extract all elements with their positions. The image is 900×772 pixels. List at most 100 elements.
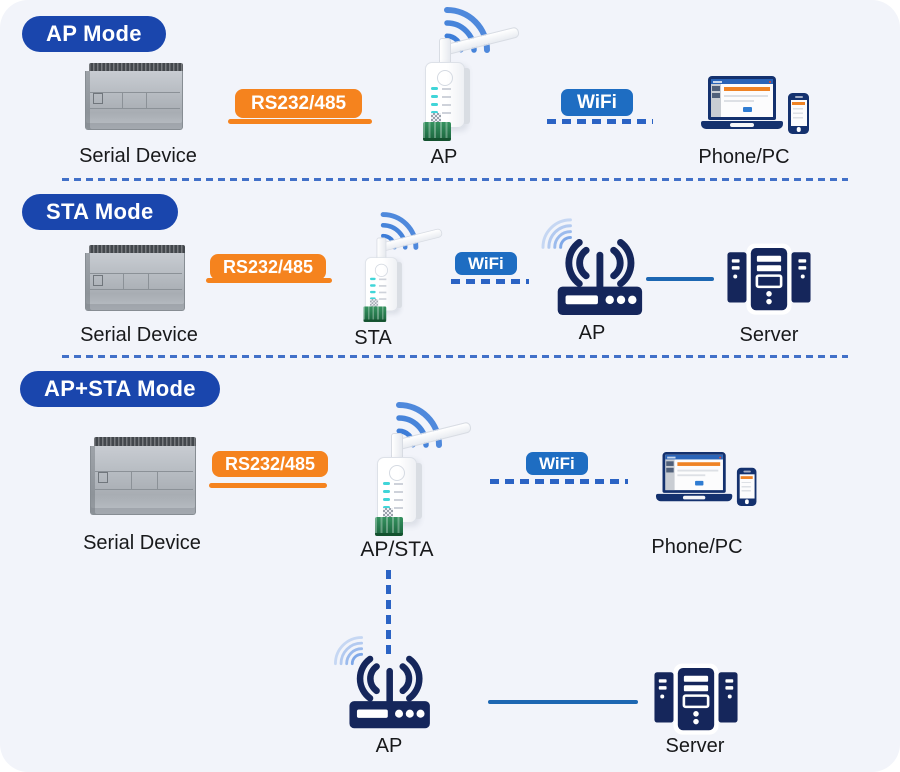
phone-pc-label: Phone/PC [698, 146, 790, 168]
reload-button-icon [374, 263, 388, 277]
led-label [442, 95, 451, 98]
led-label [378, 284, 387, 287]
led-icon [369, 284, 376, 287]
led-label [378, 278, 387, 280]
led-icon [383, 506, 390, 509]
laptop-icon [701, 76, 783, 129]
qr-code-icon [383, 508, 393, 518]
browser-line [724, 95, 768, 97]
terminal-block-icon [375, 517, 403, 536]
reload-button-icon [389, 465, 405, 481]
wifi-badge: WiFi [455, 252, 517, 275]
led-icon [431, 95, 438, 98]
rs232-485-badge: RS232/485 [235, 89, 363, 118]
sta-device-label: STA [354, 327, 392, 349]
rs232-link-line [228, 119, 372, 124]
phone-speaker [742, 470, 751, 472]
browser-sidebar [665, 459, 675, 491]
plc-body [90, 446, 196, 515]
serial-device-icon [90, 437, 196, 515]
adapter-body [377, 457, 422, 523]
router-ap-icon [541, 218, 643, 316]
browser-header [711, 79, 773, 84]
plc-line [90, 288, 182, 290]
phone-pc-icon [656, 452, 758, 510]
led-label [442, 111, 451, 114]
serial-device-icon [85, 63, 183, 130]
ap-sta-device-label: AP/STA [360, 538, 434, 561]
browser-sidebar [711, 84, 721, 117]
led-icon [383, 490, 390, 493]
plc-line [123, 273, 125, 289]
wifi-adapter-icon [355, 397, 485, 547]
plc-body [85, 252, 185, 311]
phone-screen [790, 99, 807, 126]
phone-pc-label: Phone/PC [651, 536, 743, 558]
browser-line [677, 469, 719, 472]
wired-link-line [488, 700, 638, 704]
phone-home-button [744, 499, 749, 504]
server-icon [727, 243, 811, 315]
router-ap-icon [334, 636, 430, 729]
vertical-dashed-link [386, 570, 391, 658]
adapter-body [425, 62, 470, 128]
laptop-icon [656, 452, 733, 502]
phone-home-button [796, 127, 801, 132]
wifi-adapter-icon [347, 208, 454, 331]
section-separator [62, 355, 848, 358]
plc-vent [94, 437, 196, 448]
browser-header [665, 454, 723, 460]
ap-mode-badge: AP Mode [22, 16, 166, 52]
router-ap-label: AP [578, 322, 606, 344]
wired-link-line [646, 277, 714, 281]
phone-icon [788, 93, 809, 134]
rs232-link-line [206, 278, 332, 283]
led-icon [431, 103, 438, 106]
wifi-dashed-line [490, 479, 628, 484]
plc-line [90, 91, 180, 93]
browser-line [677, 474, 706, 477]
serial-device-label: Serial Device [79, 145, 197, 167]
serial-device-label: Serial Device [80, 324, 198, 346]
phone-screen [739, 473, 755, 499]
plc-chip [93, 93, 103, 105]
laptop-screen [662, 452, 726, 493]
phone-speaker [794, 95, 803, 98]
plc-line [146, 91, 148, 108]
phone-icon [736, 467, 757, 506]
plc-line [130, 470, 132, 489]
plc-body [85, 71, 183, 130]
terminal-block-icon [363, 306, 387, 322]
wifi-adapter-icon [403, 2, 533, 152]
led-icon [431, 111, 438, 114]
led-label [378, 297, 387, 300]
wifi-dashed-line [451, 279, 529, 284]
plc-vent [88, 63, 183, 72]
server-label: Server [665, 735, 725, 757]
plc-line [122, 91, 124, 108]
led-icon [383, 482, 390, 485]
laptop-slot [730, 123, 754, 127]
led-icon [431, 87, 438, 90]
section-separator [62, 178, 848, 181]
laptop-base [656, 493, 733, 502]
server-icon [654, 663, 738, 735]
laptop-base [701, 121, 783, 129]
phone-pc-icon [701, 76, 811, 138]
laptop-screen-content [711, 79, 773, 117]
wifi-badge: WiFi [526, 452, 588, 475]
rs232-485-badge: RS232/485 [212, 451, 329, 477]
terminal-block-icon [423, 122, 451, 141]
led-label [442, 103, 451, 106]
adapter-body [365, 257, 402, 312]
laptop-screen [708, 76, 776, 120]
led-label [394, 498, 403, 501]
browser-orange-bar [677, 462, 721, 466]
serial-device-icon [85, 245, 185, 311]
qr-code-icon [431, 113, 441, 123]
serial-device-label: Serial Device [83, 532, 201, 554]
led-label [394, 506, 403, 509]
led-label [378, 291, 387, 293]
server-label: Server [739, 324, 799, 346]
led-icon [369, 290, 376, 294]
